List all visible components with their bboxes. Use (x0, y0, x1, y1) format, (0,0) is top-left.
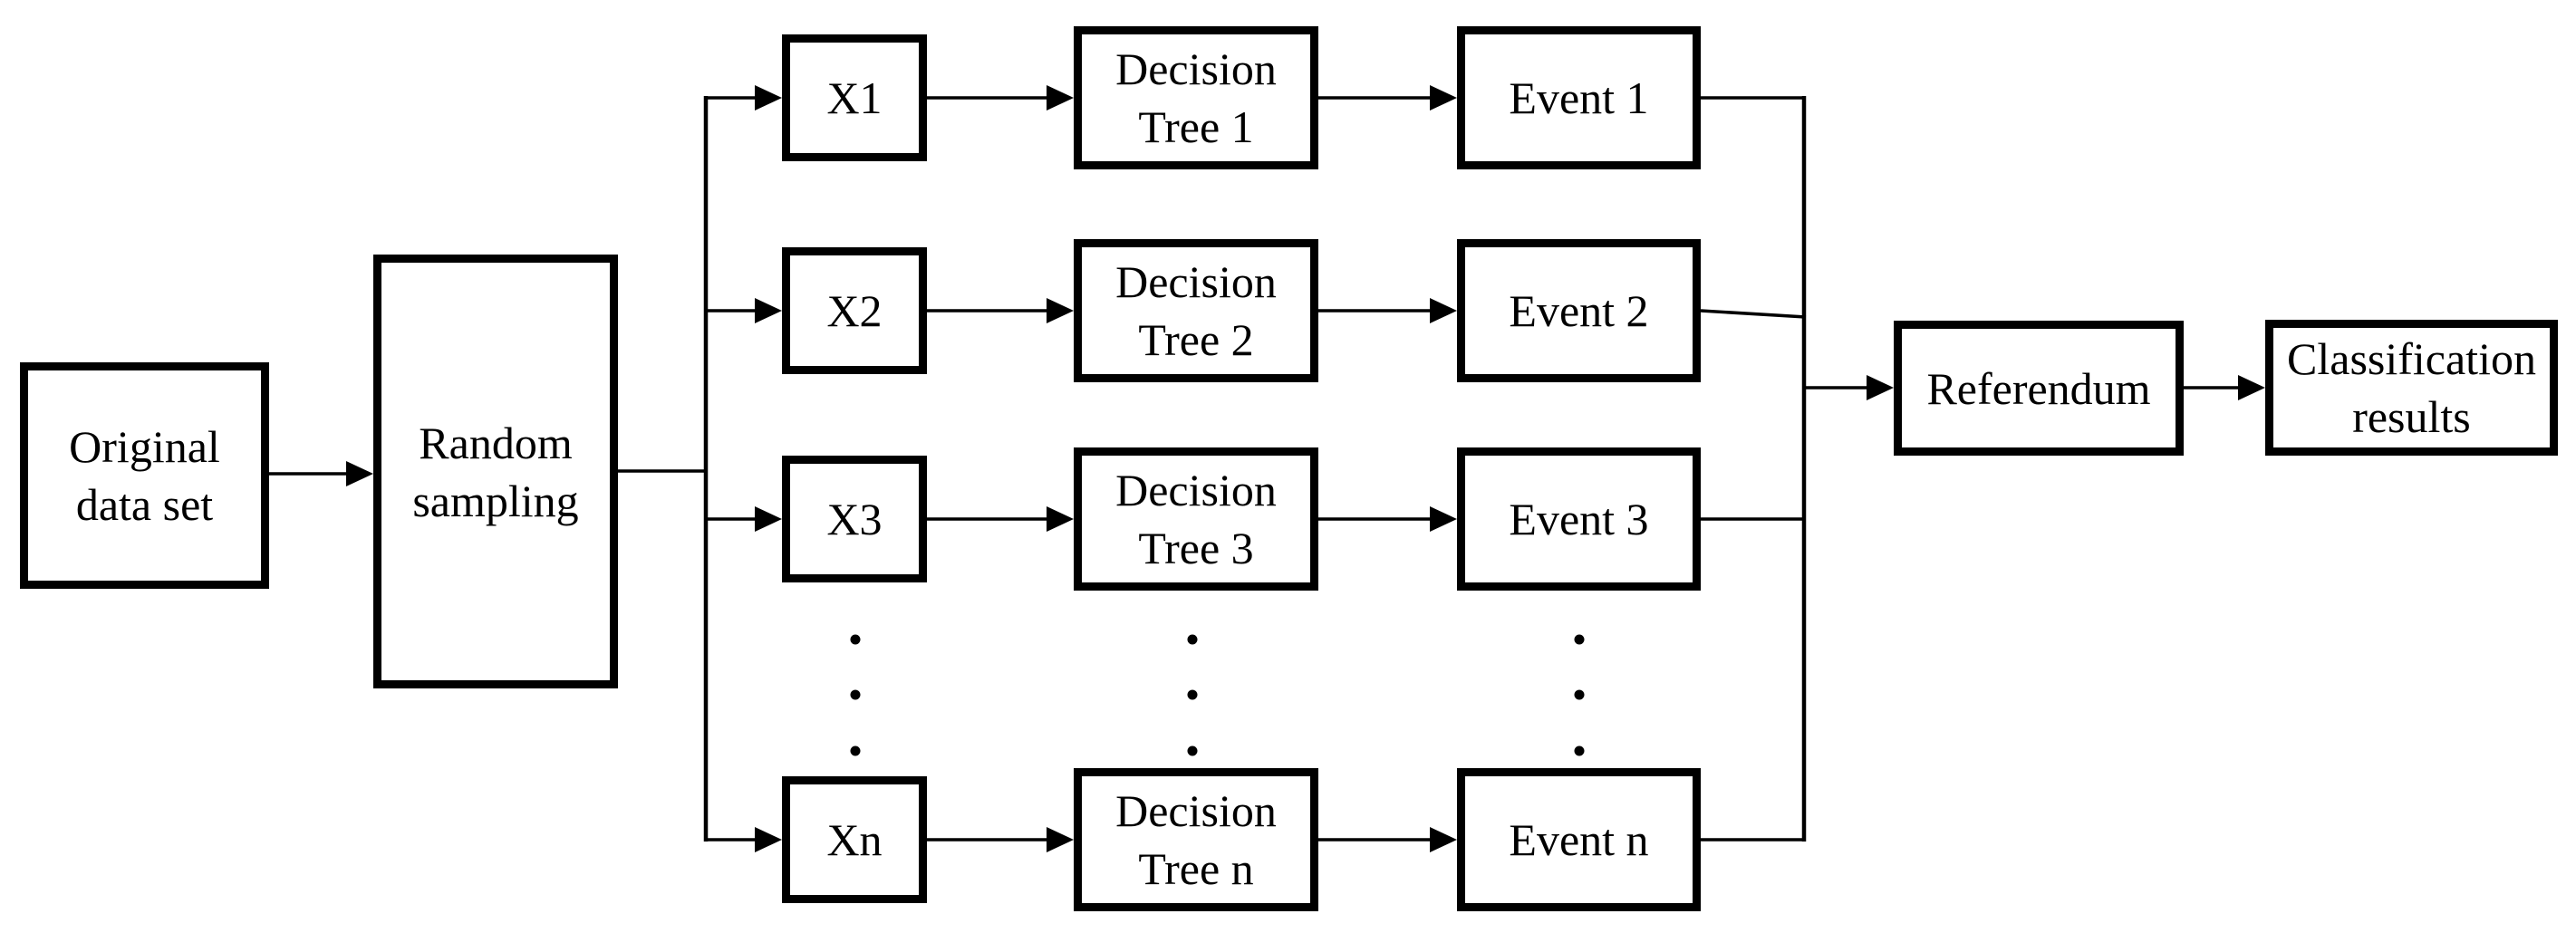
node-label: Tree 2 (1138, 314, 1254, 365)
node-label: X3 (826, 494, 883, 544)
connector-x3-to-tree3 (927, 506, 1074, 532)
node-label: Classification (2287, 333, 2536, 384)
node-label: Event 2 (1509, 285, 1649, 336)
node-random-sampling: Random sampling (373, 255, 618, 688)
arrowhead-icon (1867, 375, 1894, 400)
arrowhead-icon (755, 506, 782, 532)
node-label: sampling (412, 475, 579, 526)
arrowhead-icon (2238, 375, 2265, 400)
arrowhead-icon (1047, 827, 1074, 852)
node-event-n: Event n (1457, 768, 1701, 911)
node-event-1: Event 1 (1457, 26, 1701, 169)
node-label: Decision (1115, 785, 1277, 836)
node-label: Referendum (1926, 362, 2151, 414)
node-label: Tree 1 (1138, 101, 1254, 152)
node-original-data-set: Original data set (20, 362, 269, 589)
connector-x2-to-tree2 (927, 298, 1074, 323)
node-label: Random (419, 417, 573, 468)
node-label: Event 3 (1509, 494, 1649, 544)
connector-x1-to-tree1 (927, 85, 1074, 111)
arrowhead-icon (755, 827, 782, 852)
node-label: X2 (826, 285, 883, 336)
ellipsis-samples-icon (850, 634, 861, 756)
node-decision-tree-n: Decision Tree n (1074, 768, 1318, 911)
node-sample-x2: X2 (782, 247, 927, 374)
connector-branch-to-x2 (704, 298, 782, 323)
node-classification-results: Classification results (2265, 320, 2558, 456)
node-sample-x1: X1 (782, 34, 927, 161)
node-sample-xn: Xn (782, 776, 927, 903)
connector-branch-to-x3 (704, 506, 782, 532)
connector-tree1-to-event1 (1318, 85, 1457, 111)
node-label: Xn (826, 814, 883, 865)
connector-tree2-to-event2 (1318, 298, 1457, 323)
connector-event2-to-collector (1700, 309, 1807, 319)
node-label: Decision (1115, 256, 1277, 307)
arrowhead-icon (1430, 298, 1457, 323)
ellipsis-events-icon (1574, 634, 1585, 756)
node-label: Tree n (1138, 843, 1254, 894)
node-decision-tree-1: Decision Tree 1 (1074, 26, 1318, 169)
connector-treen-to-eventn (1318, 827, 1457, 852)
node-label: Event 1 (1509, 72, 1649, 123)
arrowhead-icon (346, 461, 373, 486)
arrowhead-icon (1047, 506, 1074, 532)
node-label: Tree 3 (1138, 523, 1254, 573)
arrowhead-icon (1430, 827, 1457, 852)
arrowhead-icon (755, 298, 782, 323)
node-event-3: Event 3 (1457, 447, 1701, 591)
arrowhead-icon (1047, 298, 1074, 323)
connector-referendum-to-classification (2184, 375, 2265, 400)
arrowhead-icon (1047, 85, 1074, 111)
arrowhead-icon (755, 85, 782, 111)
connector-branch-to-xn (704, 827, 782, 852)
node-label: data set (75, 479, 214, 530)
connector-collector-to-referendum (1804, 375, 1894, 400)
node-decision-tree-2: Decision Tree 2 (1074, 239, 1318, 382)
node-event-2: Event 2 (1457, 239, 1701, 382)
connector-tree3-to-event3 (1318, 506, 1457, 532)
connector-original-to-random (269, 461, 373, 486)
node-sample-x3: X3 (782, 456, 927, 582)
arrowhead-icon (1430, 85, 1457, 111)
node-label: results (2352, 391, 2471, 442)
arrowhead-icon (1430, 506, 1457, 532)
node-referendum: Referendum (1894, 321, 2184, 456)
ellipsis-trees-icon (1187, 634, 1198, 756)
node-label: Decision (1115, 465, 1277, 515)
node-label: Event n (1509, 814, 1649, 865)
node-label: Original (69, 421, 220, 472)
node-label: X1 (826, 72, 883, 123)
connector-xn-to-treen (927, 827, 1074, 852)
node-decision-tree-3: Decision Tree 3 (1074, 447, 1318, 591)
node-label: Decision (1115, 43, 1277, 94)
connector-branch-to-x1 (704, 85, 782, 111)
